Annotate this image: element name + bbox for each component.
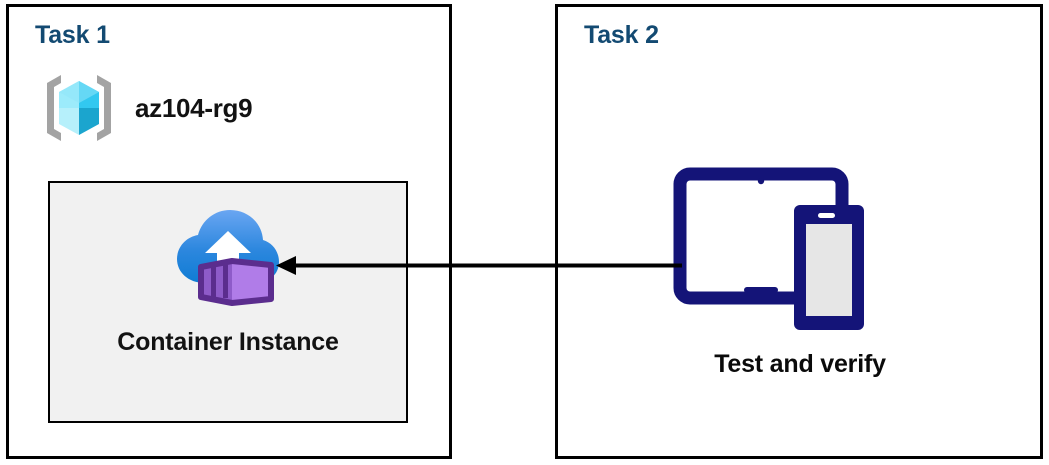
devices-tablet-phone-icon [673, 167, 864, 330]
resource-group-row: az104-rg9 [39, 69, 253, 147]
task-1-panel: Task 1 az104-rg9 [6, 4, 452, 459]
test-and-verify-label: Test and verify [714, 350, 886, 378]
container-instance-box: Container Instance [48, 181, 408, 423]
azure-container-instance-icon [177, 210, 279, 306]
azure-resource-group-icon [47, 75, 111, 141]
task-2-title: Task 2 [584, 21, 659, 49]
container-instance-label: Container Instance [117, 328, 339, 356]
task-1-title: Task 1 [35, 21, 110, 49]
resource-group-label: az104-rg9 [135, 92, 253, 123]
